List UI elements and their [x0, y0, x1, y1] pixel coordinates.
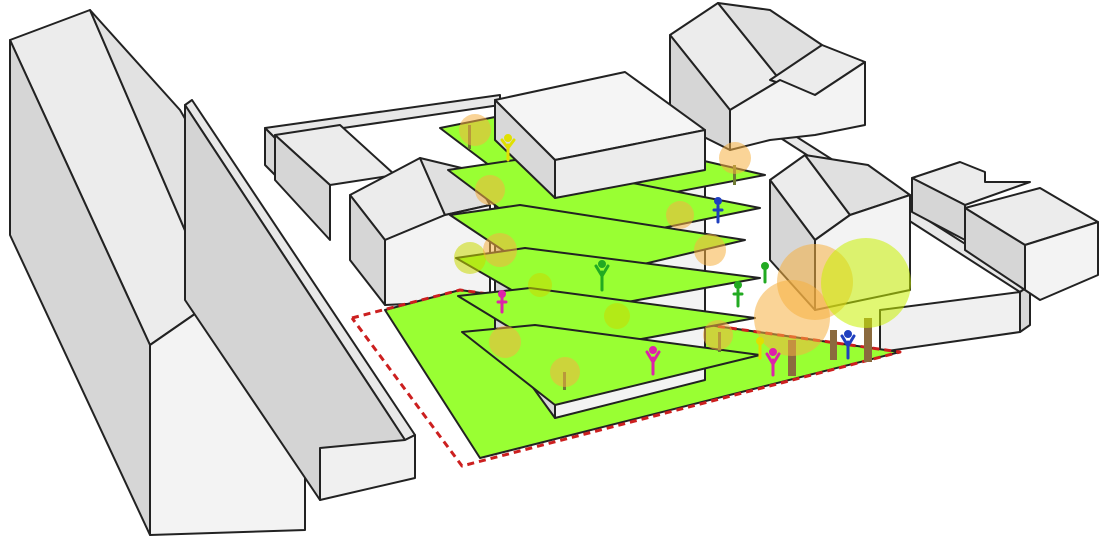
person-figure [761, 262, 769, 284]
person-figure [500, 134, 516, 162]
small-house-wall-b-front [1024, 221, 1099, 301]
person-figure [840, 330, 856, 360]
person-figure [756, 337, 764, 360]
person-figure [765, 348, 781, 377]
tree-canopy [489, 326, 521, 358]
tree-canopy [454, 242, 486, 274]
site-boundary-line [350, 288, 902, 468]
person-figure [594, 260, 610, 292]
tree-trunk [830, 330, 837, 360]
tree-canopy [666, 201, 694, 229]
thin-boundary-wall [184, 99, 416, 501]
tree-trunk [864, 318, 872, 362]
right-low-wall-front [879, 291, 1021, 353]
central-terraced-tower [439, 71, 766, 419]
person-figure [712, 197, 724, 224]
thin-wall-front [319, 434, 416, 501]
back-left-block-wall [274, 134, 331, 241]
tree-canopy [459, 114, 491, 146]
tree-canopy [550, 357, 580, 387]
tree-canopy [483, 233, 517, 267]
tree-canopy [754, 280, 830, 356]
person-figure [732, 281, 744, 308]
tree-trunk [733, 165, 736, 185]
tree-canopy [604, 303, 630, 329]
people-figures [496, 134, 856, 377]
tree-trunk [788, 340, 796, 376]
trees [454, 114, 911, 390]
tree-canopy [694, 234, 726, 266]
tree-canopy [821, 238, 911, 328]
tree-canopies [454, 114, 911, 387]
person-figure [496, 290, 508, 314]
tree-canopy [703, 320, 733, 350]
tree-canopy [719, 142, 751, 174]
tower-top-front [554, 129, 706, 199]
back-left-buildings [274, 124, 491, 306]
person-figure [645, 346, 661, 376]
tree-canopy [475, 175, 505, 205]
tree-canopy [528, 273, 552, 297]
